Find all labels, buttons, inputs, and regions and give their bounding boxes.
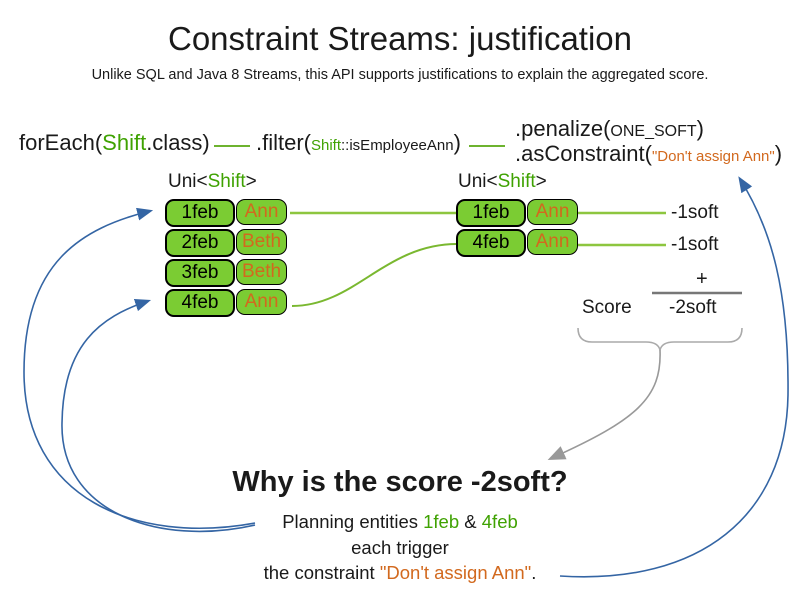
code-penalize-arg: ONE_SOFT bbox=[610, 123, 697, 140]
code-asconstraint-pre: .asConstraint( bbox=[515, 141, 652, 166]
code-filter-post: ) bbox=[453, 130, 461, 155]
employee-cell: Beth bbox=[236, 259, 287, 285]
row-score-1: -1soft bbox=[671, 202, 719, 223]
table-row: 1feb Ann bbox=[456, 199, 578, 227]
line3-post: . bbox=[531, 562, 537, 583]
right-uni-class: Shift bbox=[497, 171, 536, 192]
explanation-line-3: the constraint "Don't assign Ann". bbox=[0, 562, 800, 584]
date-cell: 4feb bbox=[165, 289, 235, 317]
left-uni-pre: Uni< bbox=[168, 171, 208, 192]
code-foreach-class: Shift bbox=[102, 130, 147, 155]
code-penalize-pre: .penalize( bbox=[515, 116, 611, 141]
left-uni-class: Shift bbox=[207, 171, 246, 192]
left-uni-post: > bbox=[245, 171, 257, 192]
page-title: Constraint Streams: justification bbox=[167, 20, 632, 57]
date-cell: 1feb bbox=[165, 199, 235, 227]
line1-pre: Planning entities bbox=[282, 511, 424, 532]
right-stream-type-label: Uni<Shift> bbox=[458, 171, 547, 193]
code-penalize: .penalize(ONE_SOFT) bbox=[515, 116, 704, 142]
table-row: 3feb Beth bbox=[165, 259, 287, 287]
table-row: 2feb Beth bbox=[165, 229, 287, 257]
code-foreach-pre: forEach( bbox=[19, 130, 103, 155]
code-foreach: forEach(Shift.class) bbox=[19, 130, 210, 156]
employee-cell: Ann bbox=[527, 229, 578, 255]
left-stream-table: 1feb Ann 2feb Beth 3feb Beth 4feb Ann bbox=[165, 199, 287, 319]
left-stream-type-label: Uni<Shift> bbox=[168, 171, 257, 193]
table-row: 4feb Ann bbox=[456, 229, 578, 257]
code-filter-method: ::isEmployeeAnn bbox=[341, 137, 454, 154]
row-score-2: -1soft bbox=[671, 234, 719, 255]
employee-cell: Ann bbox=[236, 289, 287, 315]
right-stream-table: 1feb Ann 4feb Ann bbox=[456, 199, 578, 259]
code-filter-pre: .filter( bbox=[256, 130, 311, 155]
stream-line-4feb bbox=[291, 243, 458, 307]
plus-sign: + bbox=[696, 268, 708, 290]
table-row: 1feb Ann bbox=[165, 199, 287, 227]
question-heading: Why is the score -2soft? bbox=[232, 466, 568, 498]
page-subtitle: Unlike SQL and Java 8 Streams, this API … bbox=[91, 67, 709, 83]
right-uni-pre: Uni< bbox=[458, 171, 498, 192]
date-cell: 2feb bbox=[165, 229, 235, 257]
line3-pre: the constraint bbox=[263, 562, 380, 583]
line1-amp: & bbox=[459, 511, 482, 532]
date-cell: 1feb bbox=[456, 199, 526, 227]
line1-entity1: 1feb bbox=[423, 511, 460, 532]
employee-cell: Ann bbox=[527, 199, 578, 225]
code-asconstraint: .asConstraint("Don't assign Ann") bbox=[515, 141, 782, 167]
date-cell: 4feb bbox=[456, 229, 526, 257]
code-asconstraint-arg: "Don't assign Ann" bbox=[651, 148, 775, 165]
right-uni-post: > bbox=[535, 171, 547, 192]
code-foreach-post: .class) bbox=[146, 130, 210, 155]
code-filter-class: Shift bbox=[311, 137, 342, 154]
line3-constraint: "Don't assign Ann" bbox=[379, 562, 532, 583]
explanation-line-1: Planning entities 1feb & 4feb bbox=[0, 511, 800, 533]
score-brace bbox=[577, 327, 743, 351]
employee-cell: Beth bbox=[236, 229, 287, 255]
code-filter: .filter(Shift::isEmployeeAnn) bbox=[256, 130, 461, 156]
code-penalize-post: ) bbox=[696, 116, 704, 141]
brace-to-question-arrow bbox=[547, 349, 661, 460]
score-label: Score bbox=[582, 297, 632, 318]
line1-entity2: 4feb bbox=[481, 511, 518, 532]
code-asconstraint-post: ) bbox=[774, 141, 783, 166]
score-total: -2soft bbox=[669, 297, 717, 318]
employee-cell: Ann bbox=[236, 199, 287, 225]
table-row: 4feb Ann bbox=[165, 289, 287, 317]
explanation-line-2: each trigger bbox=[351, 537, 449, 558]
date-cell: 3feb bbox=[165, 259, 235, 287]
